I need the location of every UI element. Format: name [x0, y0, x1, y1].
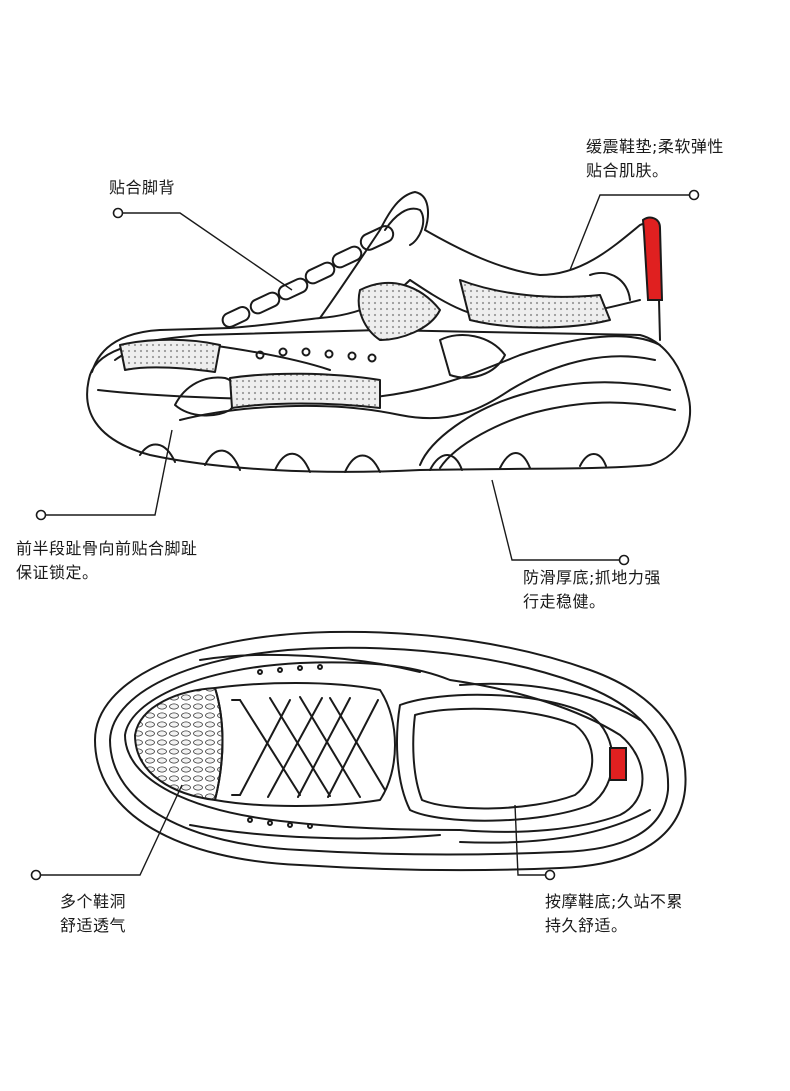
callout-instep-fit: 贴合脚背 [109, 176, 175, 200]
eyelet-holes [255, 347, 377, 363]
callout-ventilation: 多个鞋洞 舒适透气 [60, 890, 126, 938]
callout-insole: 缓震鞋垫;柔软弹性 贴合肌肤。 [586, 135, 724, 183]
callout-dot-icon [30, 189, 700, 881]
shoe-laces [221, 225, 395, 328]
leader-instep [122, 212, 293, 291]
callout-text: 行走稳健。 [523, 592, 606, 611]
leader-massage [514, 804, 546, 876]
callout-text: 前半段趾骨向前贴合脚趾 [16, 539, 198, 558]
shoe-upper [319, 191, 661, 341]
callout-text: 持久舒适。 [545, 916, 628, 935]
shoe-laces-top [231, 696, 386, 798]
leader-outsole [491, 479, 620, 561]
outsole-tread [139, 443, 607, 473]
callout-text: 保证锁定。 [16, 563, 99, 582]
shoe-top-view [94, 630, 687, 872]
outsole-outline [86, 329, 692, 473]
callout-text: 防滑厚底;抓地力强 [523, 568, 661, 587]
callout-text: 多个鞋洞 [60, 892, 127, 911]
callout-text: 舒适透气 [60, 916, 127, 935]
heel-tab [641, 216, 664, 301]
callout-forefoot-fit: 前半段趾骨向前贴合脚趾 保证锁定。 [16, 537, 198, 585]
callout-text: 贴合肌肤。 [586, 161, 669, 180]
side-perforation [247, 664, 323, 829]
shoe-side-view [86, 191, 692, 473]
shoe-opening [396, 693, 614, 822]
leader-insole [569, 194, 690, 271]
callout-massage-sole: 按摩鞋底;久站不累 持久舒适。 [545, 890, 683, 938]
callout-text: 按摩鞋底;久站不累 [545, 892, 683, 911]
toe-mesh [134, 687, 224, 801]
leader-ventilation [40, 784, 183, 876]
leader-forefoot [45, 429, 173, 516]
callout-outsole-grip: 防滑厚底;抓地力强 行走稳健。 [523, 566, 661, 614]
callout-text: 缓震鞋垫;柔软弹性 [586, 137, 724, 156]
heel-tab-top [609, 747, 627, 781]
callout-lines [40, 194, 690, 876]
callout-text: 贴合脚背 [109, 178, 176, 197]
